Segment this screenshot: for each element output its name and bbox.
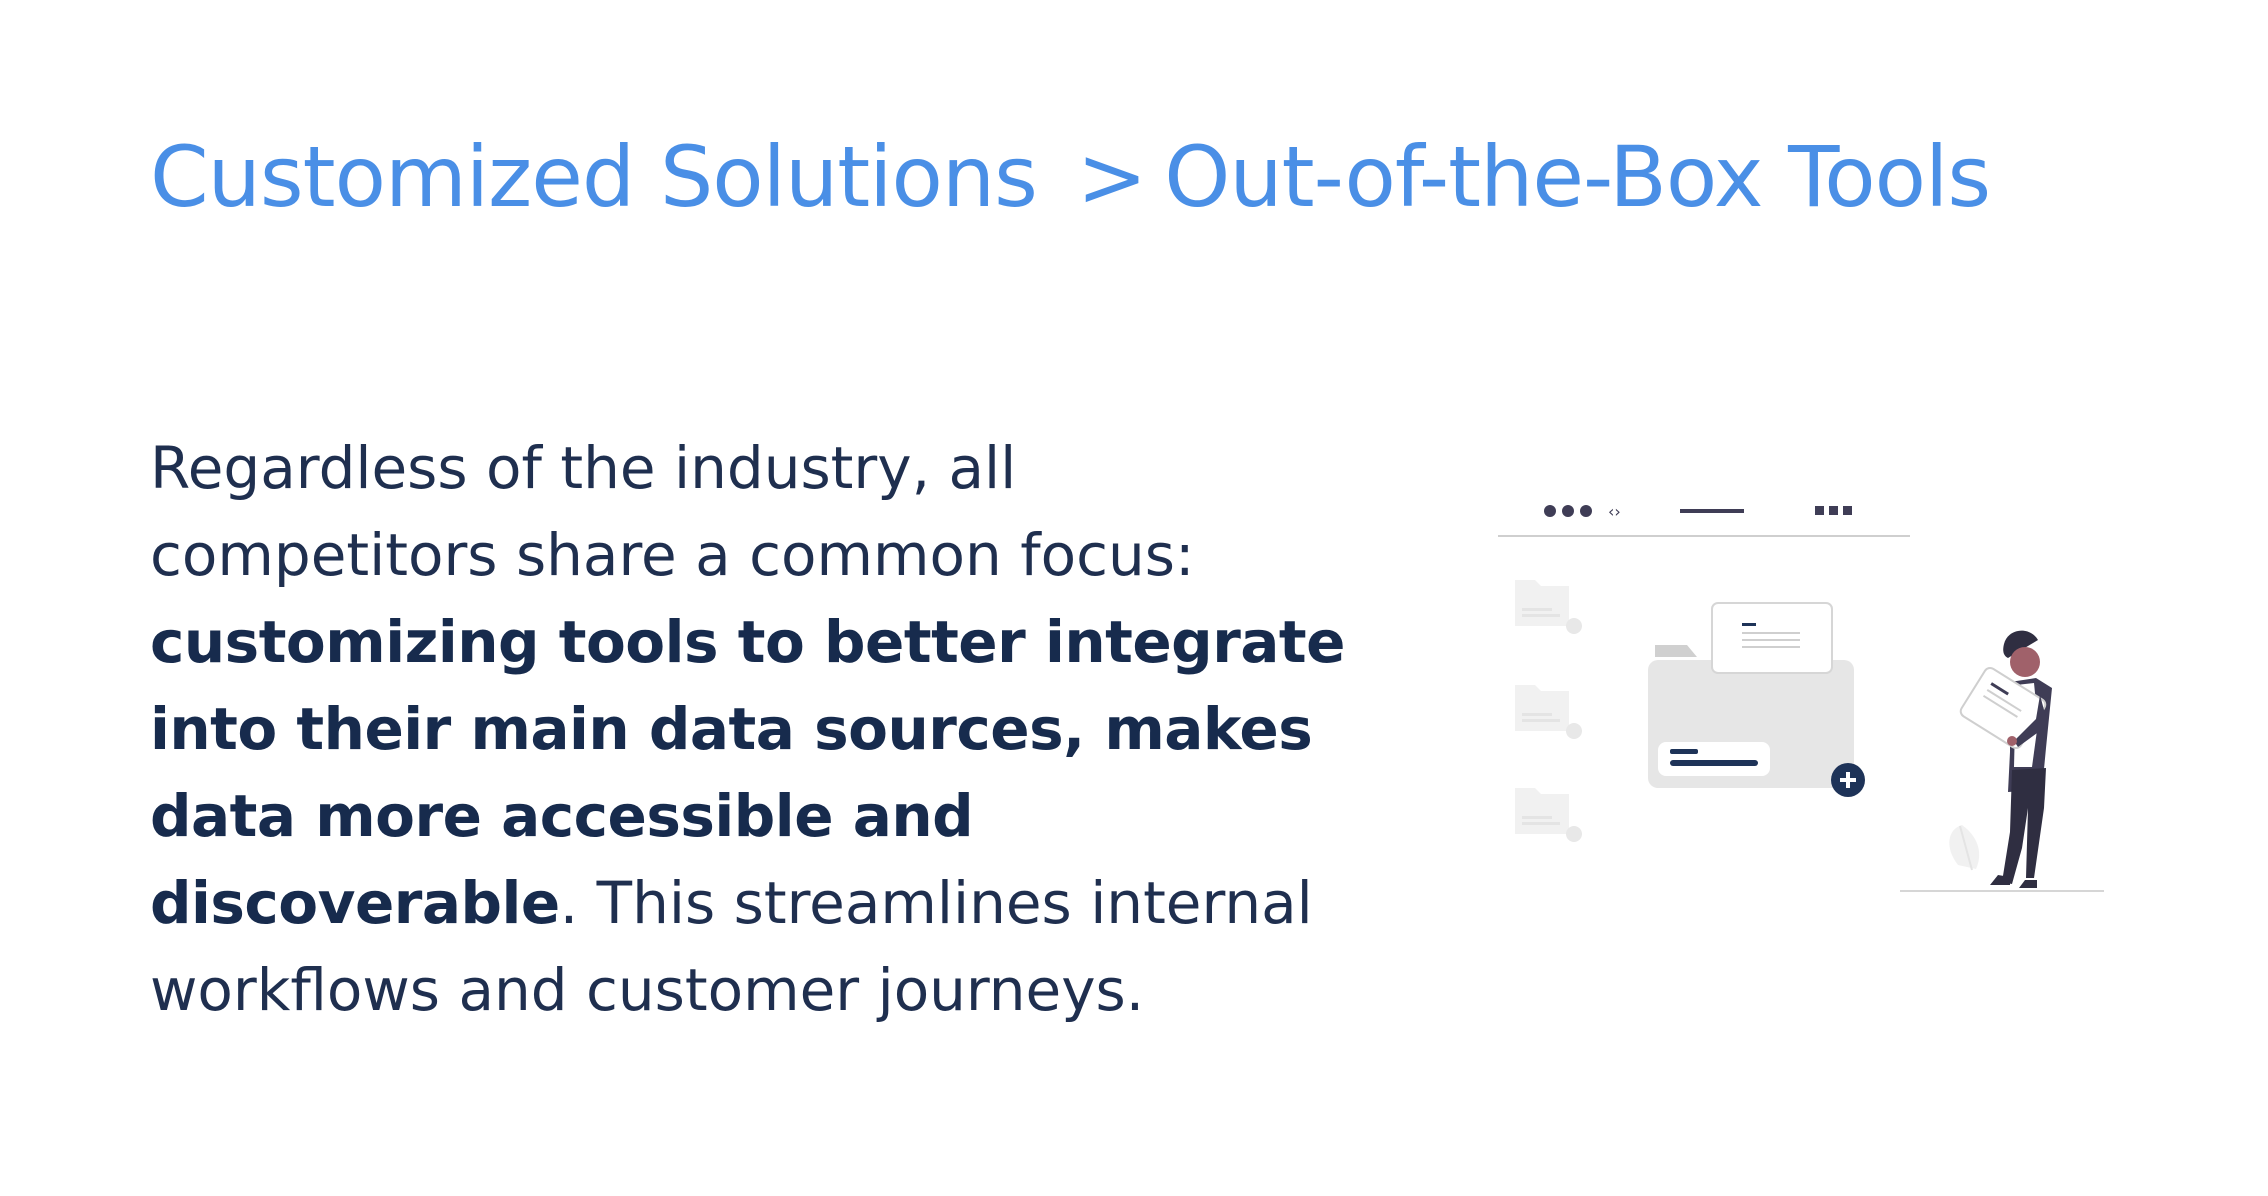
- body-line-7: workflows and customer journeys.: [150, 956, 1145, 1024]
- title-left: Customized Solutions: [150, 128, 1038, 226]
- bold-line-1: customizing tools to better integrate: [150, 608, 1346, 676]
- browser-dots-icon: [1544, 505, 1592, 517]
- leaf-icon: [1949, 825, 1980, 871]
- bold-line-4: discoverable: [150, 869, 560, 937]
- bold-line-3: data more accessible and: [150, 782, 974, 850]
- address-bar-line: [1680, 509, 1744, 513]
- body-line-1: Regardless of the industry, all: [150, 434, 1017, 502]
- slide-title: Customized Solutions >Out-of-the-Box Tool…: [150, 128, 1991, 226]
- browser-divider: [1498, 535, 1910, 537]
- bold-line-2: into their main data sources, makes: [150, 695, 1313, 763]
- folder-icon: [1515, 788, 1582, 842]
- body-line-2: competitors share a common focus:: [150, 521, 1195, 589]
- title-separator: >: [1076, 128, 1147, 226]
- person-figure: [1959, 630, 2052, 888]
- plus-icon: [1831, 763, 1865, 797]
- title-right: Out-of-the-Box Tools: [1164, 128, 1991, 226]
- ground-line: [1900, 890, 2104, 892]
- body-line-6-rest: . This streamlines internal: [559, 869, 1313, 937]
- menu-squares-icon: [1815, 506, 1852, 515]
- folder-icon: [1515, 685, 1582, 739]
- main-folder-icon: [1648, 602, 1854, 788]
- document-icon: [1711, 602, 1833, 674]
- code-glyph-icon: ‹›: [1608, 502, 1621, 521]
- file-management-illustration: ‹›: [1498, 502, 2104, 892]
- body-paragraph: Regardless of the industry, all competit…: [150, 425, 1350, 1034]
- folder-icon: [1515, 580, 1582, 634]
